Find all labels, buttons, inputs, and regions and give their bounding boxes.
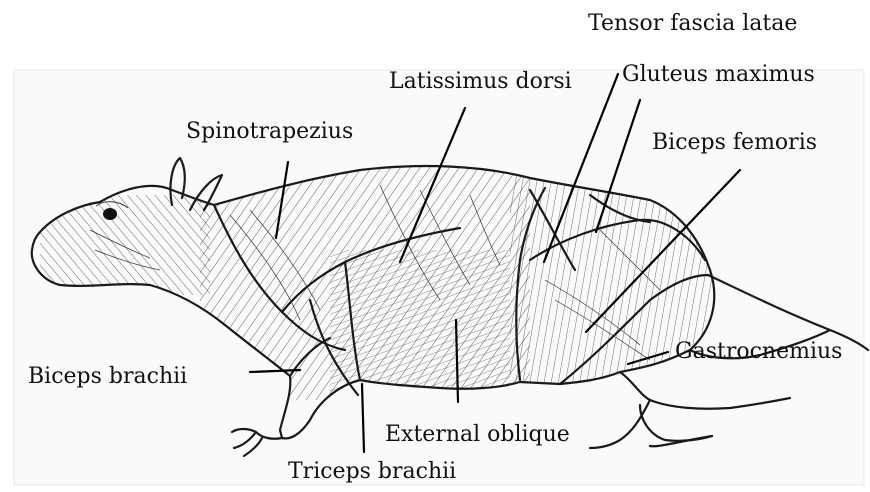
label-tensor-fascia-latae: Tensor fascia latae [588, 13, 797, 35]
eye [103, 208, 117, 220]
label-triceps-brachii: Triceps brachii [288, 461, 456, 483]
label-external-oblique: External oblique [385, 424, 570, 446]
label-gastrocnemius: Gastrocnemius [675, 341, 842, 363]
label-biceps-femoris: Biceps femoris [652, 132, 817, 154]
label-spinotrapezius: Spinotrapezius [186, 121, 353, 143]
label-gluteus-maximus: Gluteus maximus [622, 64, 815, 86]
label-latissimus-dorsi: Latissimus dorsi [389, 71, 572, 93]
label-biceps-brachii: Biceps brachii [28, 366, 187, 388]
